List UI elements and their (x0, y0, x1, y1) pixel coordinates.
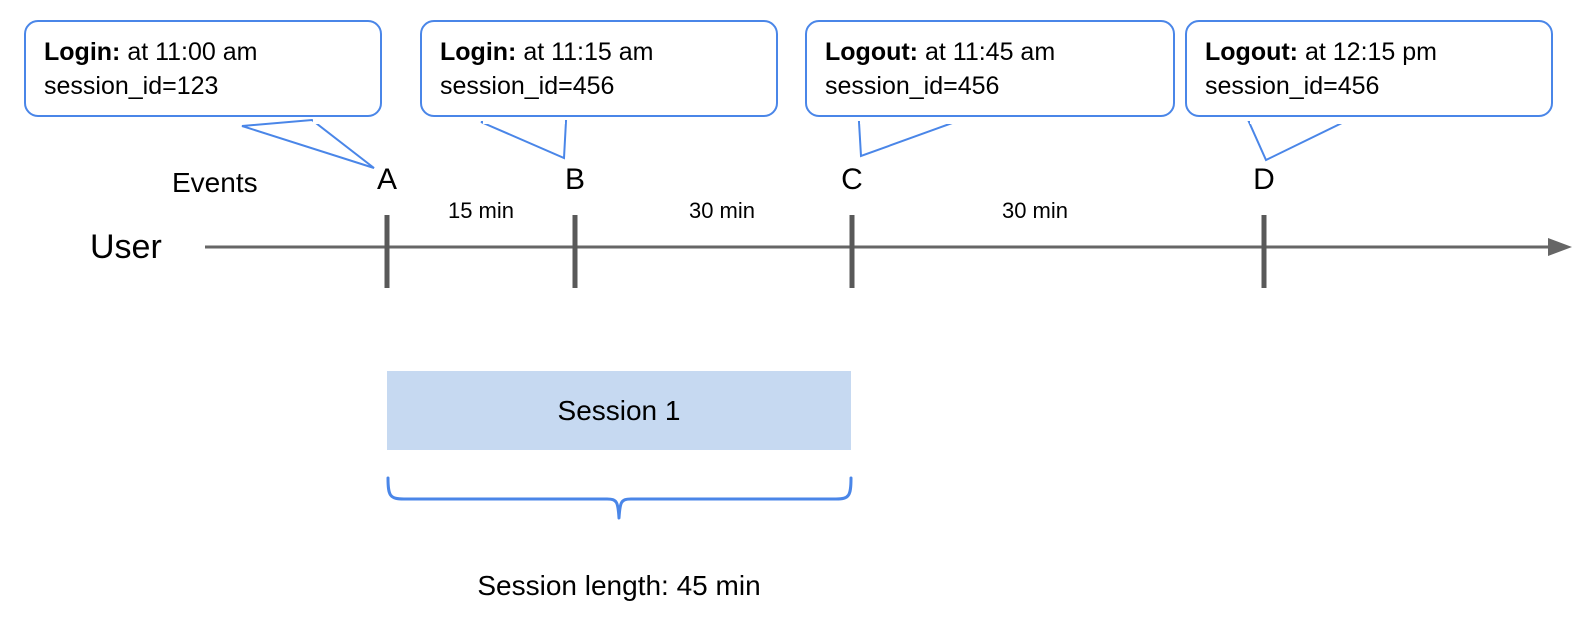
session-length-caption: Session length: 45 min (477, 570, 761, 601)
session-bar-label: Session 1 (557, 394, 681, 426)
callout-c-tail (857, 121, 956, 158)
callout-c-line1: Logout: at 11:45 am (825, 36, 1155, 70)
events-row-label: Events (172, 167, 258, 198)
callout-a-event: Login: (44, 38, 121, 66)
callout-c-tail-join (860, 119, 956, 124)
tick-label-d: D (1253, 163, 1275, 196)
callout-c-time: at 11:45 am (924, 38, 1056, 66)
timeline-arrowhead (1548, 238, 1572, 256)
callout-d-session-id: session_id=456 (1205, 71, 1380, 100)
user-row-label: User (90, 228, 162, 266)
callout-a-time: at 11:00 am (127, 38, 258, 66)
callout-b-tail (480, 119, 568, 160)
callout-d-event: Logout: (1205, 38, 1299, 66)
callout-d-line1: Logout: at 12:15 pm (1205, 36, 1533, 70)
session-brace (386, 476, 853, 520)
callout-a-tail (241, 118, 375, 169)
callout-b-line1: Login: at 11:15 am (440, 36, 758, 70)
callout-bubble-logout-c[interactable]: Logout: at 11:45 am session_id=456 (805, 20, 1175, 117)
callout-d-tail-join (1250, 119, 1345, 124)
callout-bubble-login-b[interactable]: Login: at 11:15 am session_id=456 (420, 20, 778, 117)
tick-label-b: B (564, 163, 586, 196)
tick-label-a: A (376, 163, 398, 196)
duration-label-b-c: 30 min (688, 198, 756, 223)
callout-d-time: at 12:15 pm (1304, 38, 1437, 66)
callout-b-tail-join (483, 119, 565, 124)
callout-a-session-id: session_id=123 (44, 71, 219, 100)
callout-d-tail (1247, 121, 1345, 162)
callout-c-session-id: session_id=456 (825, 71, 1000, 100)
duration-label-c-d: 30 min (1001, 198, 1069, 223)
callout-b-session-id: session_id=456 (440, 71, 615, 100)
callout-a-line1: Login: at 11:00 am (44, 36, 362, 70)
duration-label-a-b: 15 min (447, 198, 515, 223)
session-bar[interactable]: Session 1 (387, 371, 851, 450)
callout-bubble-logout-d[interactable]: Logout: at 12:15 pm session_id=456 (1185, 20, 1553, 117)
callout-b-time: at 11:15 am (523, 38, 654, 66)
callout-b-event: Login: (440, 38, 517, 66)
tick-label-c: C (841, 163, 863, 196)
callout-bubble-login-a[interactable]: Login: at 11:00 am session_id=123 (24, 20, 382, 117)
callout-a-tail-join (313, 119, 373, 124)
callout-c-event: Logout: (825, 38, 919, 66)
